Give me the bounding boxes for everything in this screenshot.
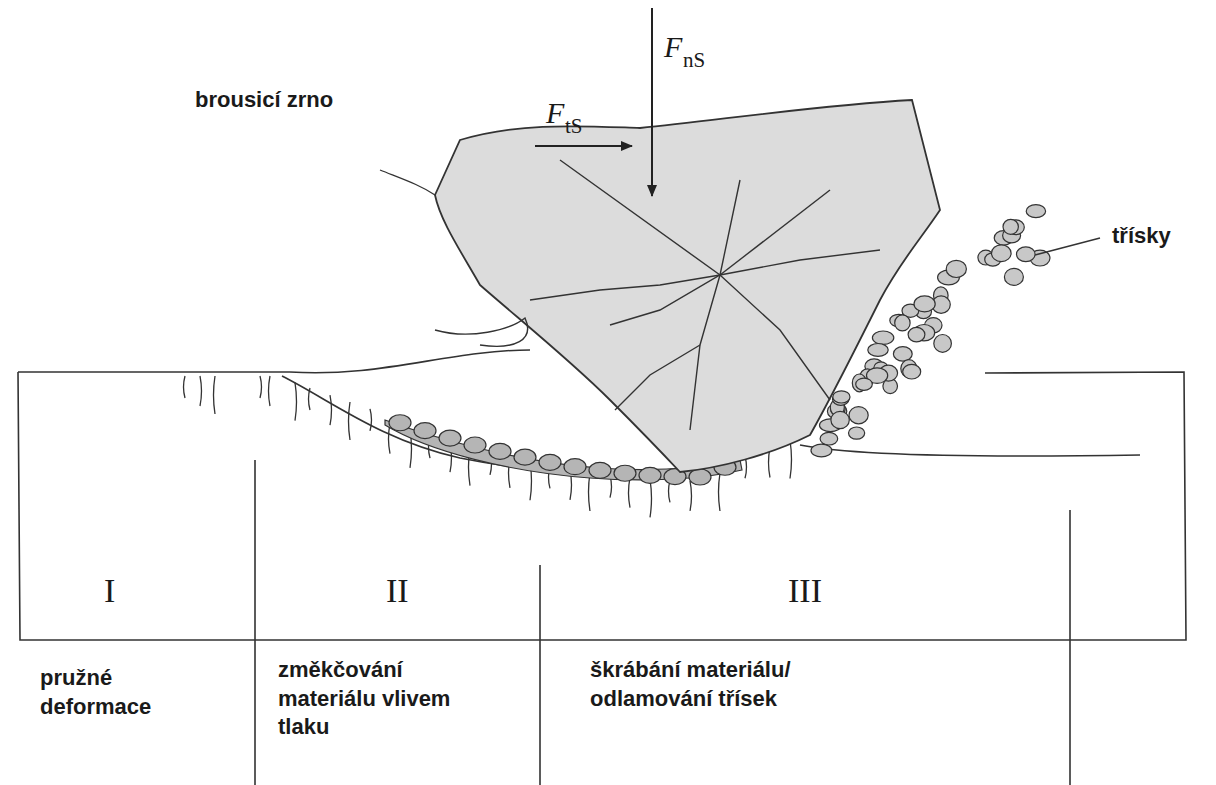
chip: [1004, 268, 1023, 285]
crack-stroke: [309, 388, 311, 410]
crack-stroke: [214, 376, 216, 414]
crack-stroke: [260, 376, 262, 398]
crack-stroke: [629, 478, 631, 508]
crack-stroke: [719, 473, 721, 511]
zone-number: II: [386, 572, 409, 610]
leader-line: [1035, 238, 1100, 255]
chip: [833, 391, 850, 403]
layer-particle: [539, 454, 561, 470]
chip: [831, 411, 849, 428]
force-symbol: F: [546, 96, 564, 130]
chip: [811, 444, 832, 457]
force-symbol: F: [664, 30, 682, 64]
chip: [856, 378, 873, 390]
crack-stroke: [295, 383, 297, 421]
crack-stroke: [269, 376, 271, 406]
zone-caption: změkčování materiálu vlivem tlaku: [278, 656, 468, 742]
chip: [946, 260, 966, 277]
chip: [849, 427, 865, 439]
layer-particle: [439, 430, 461, 446]
crack-stroke: [370, 409, 372, 431]
chip: [1026, 205, 1045, 218]
chip: [908, 327, 925, 342]
layer-particle: [514, 449, 536, 465]
chip: [934, 335, 952, 353]
chip: [1003, 219, 1018, 234]
crack-stroke: [650, 479, 652, 517]
layer-particle: [614, 465, 636, 481]
layer-particle: [639, 467, 661, 483]
layer-particle: [464, 437, 486, 453]
part-label: brousicí zrno: [195, 86, 333, 115]
workpiece: [18, 350, 1186, 785]
chips: [811, 205, 1050, 457]
part-label: třísky: [1112, 222, 1171, 251]
zone-caption: škrábání materiálu/ odlamování třísek: [590, 656, 890, 713]
chip: [992, 245, 1012, 262]
chip: [903, 364, 921, 379]
layer-particle: [389, 415, 411, 431]
zone-number: III: [788, 572, 822, 610]
normal-force-arrow: [651, 8, 653, 196]
chip: [914, 296, 935, 312]
chip: [893, 347, 912, 361]
tangential-force-arrow: [535, 145, 632, 147]
crack-stroke: [184, 376, 186, 398]
layer-particle: [589, 462, 611, 478]
abrasive-grain: [435, 100, 940, 472]
crack-stroke: [690, 481, 692, 511]
layer-particle: [564, 459, 586, 475]
crack-stroke: [589, 473, 591, 511]
crack-stroke: [200, 376, 202, 406]
layer-particle: [414, 423, 436, 439]
crack-stroke: [790, 441, 792, 479]
chip: [868, 344, 888, 357]
chip: [895, 315, 910, 331]
crack-stroke: [330, 395, 332, 425]
layer-particle: [489, 443, 511, 459]
chip: [849, 407, 868, 424]
zone-number: I: [104, 572, 115, 610]
zone-caption: pružné deformace: [40, 664, 190, 721]
grain-cracks: [380, 160, 880, 430]
chip: [820, 432, 838, 445]
crack-stroke: [349, 402, 351, 440]
chip: [872, 331, 893, 344]
chip: [1017, 247, 1036, 262]
force-subscript: tS: [565, 114, 583, 139]
force-subscript: nS: [683, 48, 705, 73]
